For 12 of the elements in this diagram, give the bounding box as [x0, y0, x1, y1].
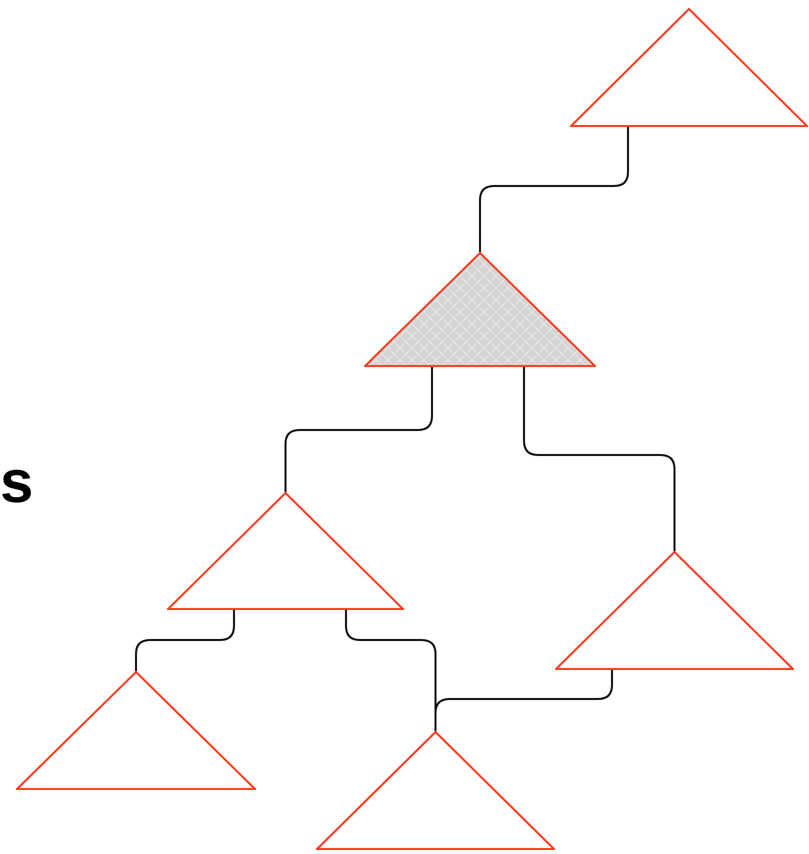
triangle-node [364, 252, 596, 367]
connector-line [135, 610, 235, 671]
connector-line [284, 367, 433, 492]
connector-line [523, 367, 676, 551]
connector-line [479, 127, 629, 252]
triangle-node [167, 492, 404, 610]
triangle-node [555, 551, 794, 670]
triangle-node [316, 731, 555, 850]
connector-line [434, 670, 613, 731]
triangle-node [570, 8, 808, 127]
text-fragment: s [0, 452, 34, 512]
triangle-node [16, 671, 256, 790]
